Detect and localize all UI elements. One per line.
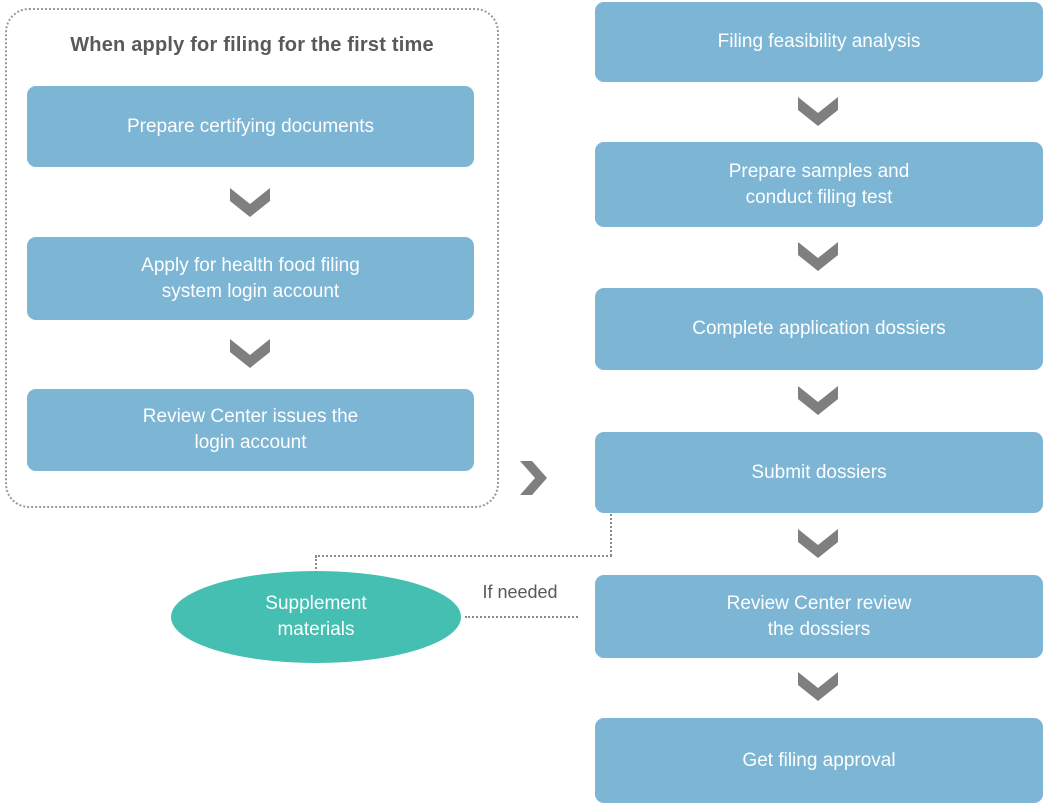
step-label: Filing feasibility analysis xyxy=(717,31,921,52)
step-prepare-samples-filing-test: Prepare samples and conduct filing test xyxy=(595,142,1043,227)
step-label: Apply for health food filing system logi… xyxy=(141,254,360,302)
chevron-down-icon xyxy=(230,188,270,217)
step-label: Submit dossiers xyxy=(751,461,887,483)
dotted-connector-vertical xyxy=(610,514,612,556)
chevron-down-icon xyxy=(230,339,270,368)
chevron-down-icon xyxy=(798,97,838,126)
step-label: Prepare certifying documents xyxy=(126,115,375,137)
dotted-connector-vertical xyxy=(315,556,317,573)
step-filing-feasibility-analysis: Filing feasibility analysis xyxy=(595,2,1043,82)
step-get-filing-approval: Get filing approval xyxy=(595,718,1043,803)
dotted-connector-horizontal xyxy=(315,555,612,557)
step-review-center-issues-account: Review Center issues the login account xyxy=(27,389,474,471)
supplement-materials-ellipse: Supplement materials xyxy=(171,571,461,663)
chevron-right-icon xyxy=(520,461,547,495)
step-label: Complete application dossiers xyxy=(692,318,946,339)
chevron-down-icon xyxy=(798,672,838,701)
step-label: Review Center issues the login account xyxy=(142,406,359,453)
step-submit-dossiers: Submit dossiers xyxy=(595,432,1043,513)
step-label: Get filing approval xyxy=(742,749,896,771)
chevron-down-icon xyxy=(798,529,838,558)
if-needed-label: If needed xyxy=(482,582,558,602)
step-apply-login-account: Apply for health food filing system logi… xyxy=(27,237,474,320)
chevron-down-icon xyxy=(798,242,838,271)
first-time-panel-title: When apply for filing for the first time xyxy=(70,34,434,56)
step-label: Review Center review the dossiers xyxy=(726,592,912,640)
step-label: Prepare samples and conduct filing test xyxy=(728,160,910,208)
dotted-connector-if-needed xyxy=(465,616,578,618)
ellipse-label: Supplement materials xyxy=(265,593,367,640)
step-complete-application-dossiers: Complete application dossiers xyxy=(595,288,1043,370)
step-review-center-review-dossiers: Review Center review the dossiers xyxy=(595,575,1043,658)
step-prepare-certifying-documents: Prepare certifying documents xyxy=(27,86,474,167)
chevron-down-icon xyxy=(798,386,838,415)
